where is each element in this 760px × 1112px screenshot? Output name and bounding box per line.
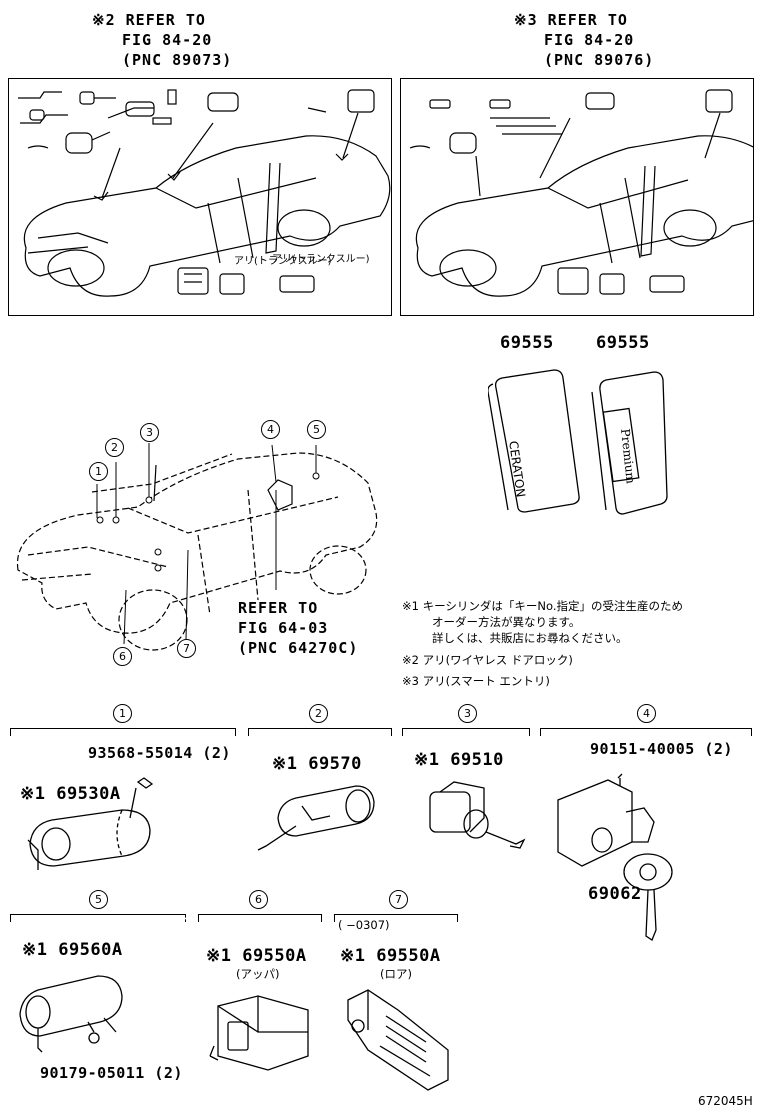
group-7-switch-lower-illustration bbox=[347, 989, 449, 1091]
callout-1: 1 bbox=[89, 462, 108, 481]
top-right-panel bbox=[400, 78, 754, 316]
main-refer-line2: FIG 64-03 bbox=[238, 619, 329, 637]
main-refer-line1: REFER TO bbox=[238, 599, 319, 617]
group-4-door-cylinder-illustration bbox=[557, 773, 673, 941]
group-5-screw-pn: 90179-05011 (2) bbox=[40, 1064, 183, 1082]
group-3-number: 3 bbox=[458, 704, 477, 723]
top-right-ref-line2: FIG 84-20 bbox=[544, 31, 635, 49]
top-right-car-illustration bbox=[409, 89, 754, 297]
group-6-bracket bbox=[198, 914, 322, 922]
group-7-sub: (ロア) bbox=[380, 967, 412, 981]
group-5-number: 5 bbox=[89, 890, 108, 909]
group-7-part-pn: ※1 69550A bbox=[340, 946, 441, 966]
main-refer-line3: (PNC 64270C) bbox=[238, 639, 359, 657]
note-3: ※3 アリ(スマート エントリ) bbox=[402, 674, 550, 688]
group-1-bracket bbox=[10, 728, 236, 736]
group-3-cylinder-illustration bbox=[429, 781, 526, 849]
top-left-jp-label: アリ(トランクスルー) bbox=[272, 254, 370, 265]
top-left-panel bbox=[8, 78, 392, 316]
main-car-illustration bbox=[16, 443, 378, 651]
top-left-ref-line1: ※2 REFER TO bbox=[92, 11, 206, 29]
group-1-screw-pn: 93568-55014 (2) bbox=[88, 744, 231, 762]
top-right-jp-label: アリ(トランクスルー) bbox=[234, 256, 332, 267]
top-right-ref-line1: ※3 REFER TO bbox=[514, 11, 628, 29]
group-1-cylinder-illustration bbox=[27, 777, 154, 870]
group-7-range: ( −0307) bbox=[338, 918, 390, 932]
group-1-part-pn: ※1 69530A bbox=[20, 784, 121, 804]
group-2-cylinder-illustration bbox=[257, 785, 375, 851]
callout-7: 7 bbox=[177, 639, 196, 658]
callout-4: 4 bbox=[261, 420, 280, 439]
callout-3: 3 bbox=[140, 423, 159, 442]
callout-6: 6 bbox=[113, 647, 132, 666]
group-2-part-pn: ※1 69570 bbox=[272, 754, 362, 774]
group-5-bracket bbox=[10, 914, 186, 922]
callout-5: 5 bbox=[307, 420, 326, 439]
key-cover-right-pn: 69555 bbox=[596, 333, 650, 353]
group-7-bracket bbox=[334, 914, 458, 922]
group-4-bracket bbox=[540, 728, 752, 736]
group-7-number: 7 bbox=[389, 890, 408, 909]
group-6-sub: (アッパ) bbox=[236, 967, 280, 981]
group-4-number: 4 bbox=[637, 704, 656, 723]
group-5-trunk-cylinder-illustration bbox=[19, 975, 123, 1053]
note-1-line3: 詳しくは、共販店にお尋ねください。 bbox=[432, 631, 628, 645]
top-right-ref-line3: (PNC 89076) bbox=[544, 51, 655, 69]
top-left-ref-line3: (PNC 89073) bbox=[122, 51, 233, 69]
key-cover-left-pn: 69555 bbox=[500, 333, 554, 353]
group-1-number: 1 bbox=[113, 704, 132, 723]
figure-code: 672045H bbox=[698, 1094, 753, 1108]
note-1-line2: オーダー方法が異なります。 bbox=[432, 615, 581, 629]
group-4-part-pn: 69062 bbox=[588, 884, 642, 904]
group-2-number: 2 bbox=[309, 704, 328, 723]
group-4-screw-pn: 90151-40005 (2) bbox=[590, 740, 733, 758]
group-3-bracket bbox=[402, 728, 530, 736]
note-1-line1: ※1 キーシリンダは「キーNo.指定」の受注生産のため bbox=[402, 599, 683, 613]
group-3-part-pn: ※1 69510 bbox=[414, 750, 504, 770]
note-2: ※2 アリ(ワイヤレス ドアロック) bbox=[402, 653, 573, 667]
group-6-part-pn: ※1 69550A bbox=[206, 946, 307, 966]
group-6-number: 6 bbox=[249, 890, 268, 909]
group-5-part-pn: ※1 69560A bbox=[22, 940, 123, 960]
top-left-car-illustration bbox=[18, 89, 391, 297]
top-left-ref-line2: FIG 84-20 bbox=[122, 31, 213, 49]
key-covers-illustration bbox=[488, 369, 668, 515]
group-6-switch-upper-illustration bbox=[209, 995, 309, 1071]
group-2-bracket bbox=[248, 728, 392, 736]
callout-2: 2 bbox=[105, 438, 124, 457]
